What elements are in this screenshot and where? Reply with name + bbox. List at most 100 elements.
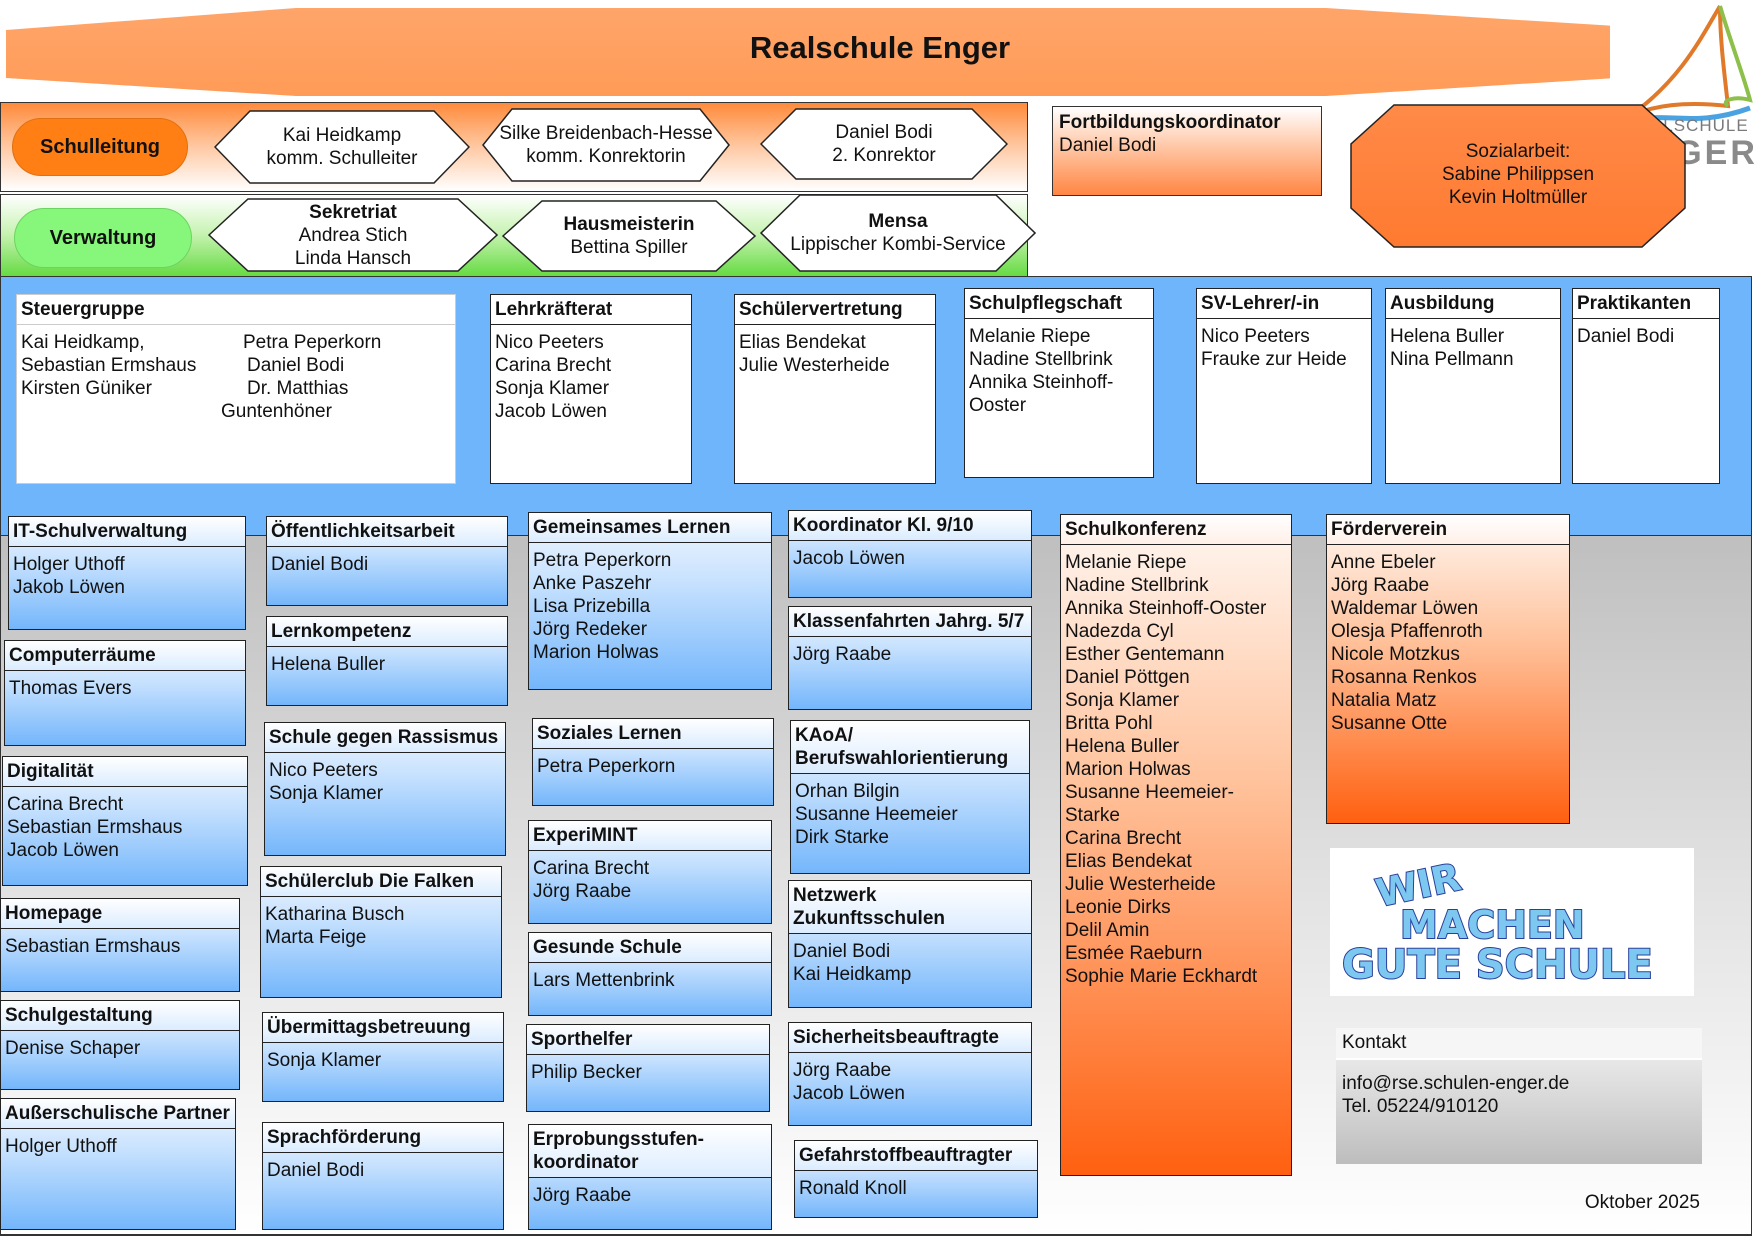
member-name: Sebastian Ermshaus (5, 936, 181, 957)
box-title: Gefahrstoffbeauftragter (795, 1141, 1037, 1171)
box-title: Steuergruppe (17, 295, 455, 325)
member-name: Kai Heidkamp, (21, 332, 145, 353)
member-name: Helena Buller (1390, 326, 1505, 347)
member-name: Rosanna Renkos (1331, 667, 1477, 688)
member-role: komm. Konrektorin (526, 146, 686, 167)
slogan-image: WIR MACHEN GUTE SCHULE (1330, 848, 1694, 996)
box-title: Lernkompetenz (267, 617, 507, 647)
member-name: Daniel Bodi (271, 554, 369, 575)
member-name: Daniel Bodi (1577, 326, 1675, 347)
box-title: Schülerclub Die Falken (261, 867, 501, 897)
member-name: Daniel Bodi (267, 1160, 365, 1181)
box-title: Koordinator Kl. 9/10 (789, 511, 1031, 541)
sozial-title: Sozialarbeit: (1465, 141, 1571, 162)
member-name: Nadine Stellbrink (1065, 575, 1209, 596)
box-title: Öffentlichkeitsarbeit (267, 517, 507, 547)
box-title: Digitalität (3, 757, 247, 787)
member-name: Holger Uthoff (5, 1136, 117, 1157)
member-name: Anke Paszehr (533, 573, 652, 594)
member-name: Helena Buller (1065, 736, 1180, 757)
member-name: Silke Breidenbach-Hesse (499, 123, 713, 144)
verwaltung-label: Verwaltung (14, 208, 192, 268)
box-body: Philip Becker (527, 1055, 769, 1111)
box-title: ExperiMINT (529, 821, 771, 851)
box-body: Daniel Bodi (1573, 319, 1719, 483)
member-name: Kai Heidkamp (282, 125, 402, 146)
box-body: Ronald Knoll (795, 1171, 1037, 1217)
box-title: SV-Lehrer/-in (1197, 289, 1371, 319)
member-name: Orhan Bilgin (795, 781, 900, 802)
member-name: Jörg Raabe (793, 644, 892, 665)
member-name: Elias Bendekat (1065, 851, 1192, 872)
member-name: Jörg Raabe (533, 881, 632, 902)
box-body: Kai Heidkamp, Sebastian Ermshaus Kirsten… (17, 325, 455, 483)
member-name: Sebastian Ermshaus (21, 355, 197, 376)
member-name: Jörg Raabe (533, 1185, 632, 1206)
member-name: Esmée Raeburn (1065, 943, 1203, 964)
member-name: Sophie Marie Eckhardt (1065, 966, 1258, 987)
member-name: Helena Buller (271, 654, 386, 675)
unit-line: Andrea Stich (298, 224, 408, 246)
member-name: Melanie Riepe (1065, 552, 1187, 573)
member-name: Sebastian Ermshaus (7, 817, 183, 838)
member-name: Julie Westerheide (1065, 874, 1216, 895)
member-name: Carina Brecht (495, 355, 612, 376)
member-name: Daniel Bodi (835, 122, 933, 143)
slogan-line: MACHEN (1400, 903, 1585, 947)
box-title: Fortbildungskoordinator (1059, 112, 1281, 133)
box-body: Helena Buller (267, 647, 507, 705)
member-name: Philip Becker (531, 1062, 642, 1083)
member-name: Jakob Löwen (13, 577, 125, 598)
kontakt-phone: Tel. 05224/910120 (1342, 1096, 1499, 1117)
date-label: Oktober 2025 (1584, 1192, 1700, 1213)
member-name: Marta Feige (265, 927, 367, 948)
box-body: Jacob Löwen (789, 541, 1031, 597)
kontakt-email[interactable]: info@rse.schulen-enger.de (1342, 1073, 1570, 1094)
box-body: Jörg Raabe (529, 1178, 771, 1229)
unit-line: Bettina Spiller (570, 237, 688, 258)
member-name: Marion Holwas (1065, 759, 1191, 780)
member-name: Carina Brecht (7, 794, 124, 815)
box-title: Soziales Lernen (533, 719, 773, 749)
member-name: Olesja Pfaffenroth (1331, 621, 1483, 642)
box-title: Sprachförderung (263, 1123, 503, 1153)
member-name: Daniel Pöttgen (1065, 667, 1190, 688)
box-title: Schule gegen Rassismus (265, 723, 505, 753)
member-name: Jacob Löwen (7, 840, 119, 861)
schulleitung-label: Schulleitung (12, 118, 188, 176)
box-title: Übermittagsbetreuung (263, 1013, 503, 1043)
member-name: Anne Ebeler (1331, 552, 1436, 573)
member-name: Kirsten Güniker (21, 378, 152, 399)
box-body: Lars Mettenbrink (529, 963, 771, 1015)
member-name: Sonja Klamer (1065, 690, 1180, 711)
box-title: Schulgestaltung (1, 1001, 239, 1031)
box-body: Sebastian Ermshaus (1, 929, 239, 991)
member-name: Lisa Prizebilla (533, 596, 651, 617)
member-name: Ooster (969, 395, 1027, 416)
